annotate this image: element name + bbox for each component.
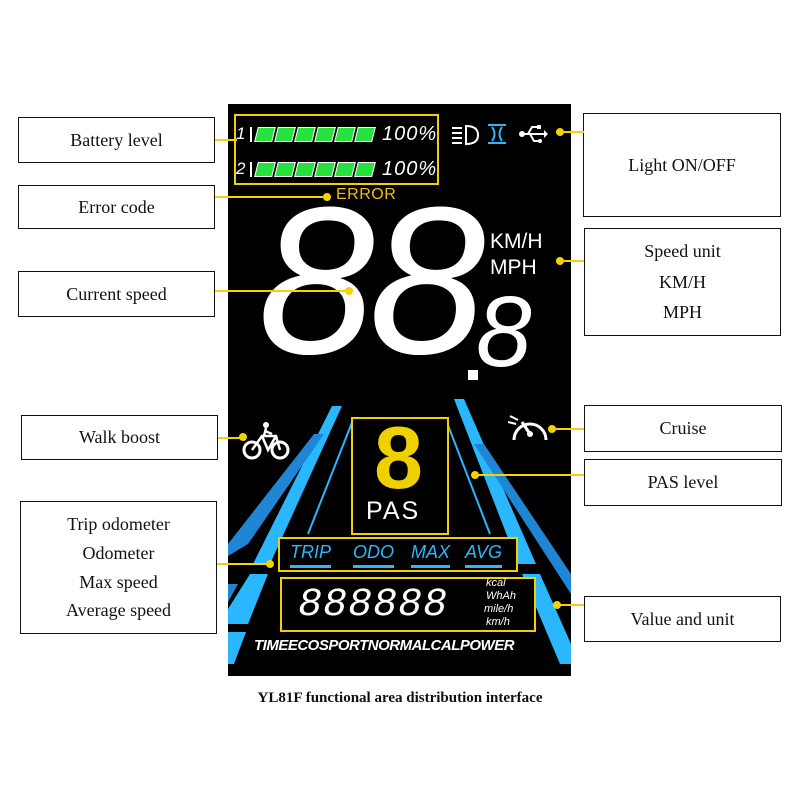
callout-battery-level: Battery level	[18, 117, 215, 163]
connector-dot	[471, 471, 479, 479]
callout-walk-boost: Walk boost	[21, 415, 218, 460]
callout-light: Light ON/OFF	[583, 113, 781, 217]
connector-dot	[556, 128, 564, 136]
headlight-icon	[452, 124, 480, 146]
value-area	[280, 577, 536, 632]
speed-main-digits: 88	[258, 163, 486, 398]
mode-avg: AVG	[465, 542, 503, 568]
caption: YL81F functional area distribution inter…	[257, 690, 543, 706]
callout-label: Walk boost	[78, 427, 161, 448]
pas-label: PAS	[366, 497, 421, 525]
battery-index: 1	[236, 124, 246, 143]
battery-bar	[250, 161, 376, 177]
callout-label: Average speed	[65, 600, 172, 621]
callout-trip-group: Trip odometer Odometer Max speed Average…	[20, 501, 217, 634]
speed-decimal-dot	[468, 370, 478, 380]
callout-value-unit: Value and unit	[584, 596, 781, 642]
connector-dot	[556, 257, 564, 265]
connector-trip	[217, 563, 271, 565]
value-unit-kmh: km/h	[486, 616, 510, 628]
connector-value	[556, 604, 584, 606]
connector-battery	[215, 139, 237, 141]
connector-dot	[239, 433, 247, 441]
callout-label: KM/H	[658, 271, 706, 292]
lcd-display: 1 100% 2 100% ERROR 88 8 KM/H	[228, 104, 571, 676]
battery-index: 2	[236, 159, 246, 178]
road-stripes-graphic	[228, 399, 571, 664]
connector-light	[556, 131, 584, 133]
cruise-gauge-icon	[508, 415, 548, 441]
pas-level-digit: 8	[374, 408, 423, 507]
callout-label: Speed unit	[644, 241, 721, 262]
callout-label: Trip odometer	[67, 513, 170, 534]
mode-odo: ODO	[353, 542, 395, 568]
error-label: ERROR	[336, 186, 397, 203]
callout-label: Max speed	[79, 571, 158, 592]
callout-label: Error code	[78, 196, 155, 217]
battery-percent: 100%	[382, 157, 438, 180]
connector-walk	[218, 437, 244, 439]
callout-current-speed: Current speed	[18, 271, 215, 317]
connector-dot	[345, 287, 353, 295]
mode-trip: TRIP	[290, 542, 332, 568]
callout-label: Odometer	[82, 542, 155, 563]
walk-bike-icon	[242, 422, 290, 460]
connector-dot	[548, 425, 556, 433]
connector-pas	[474, 474, 584, 476]
value-unit-whah: WhAh	[486, 590, 516, 602]
callout-pas-level: PAS level	[584, 459, 782, 506]
connector-error	[215, 196, 327, 198]
riding-mode-labels: TIMEECOSPORTNORMALCALPOWER	[254, 637, 515, 654]
speed-unit-kmh: KM/H	[490, 230, 543, 253]
connector-dot	[553, 601, 561, 609]
pas-area	[351, 417, 449, 535]
connector-dot	[266, 560, 274, 568]
callout-error-code: Error code	[18, 185, 215, 229]
connector-cruise	[550, 428, 584, 430]
value-digits: 888888	[298, 583, 449, 628]
usb-icon	[519, 125, 548, 143]
connector-speed	[215, 290, 350, 292]
battery-bar	[250, 126, 376, 142]
callout-label: Cruise	[659, 418, 707, 439]
value-unit-kcal: kcal	[486, 577, 506, 589]
callout-speed-unit: Speed unit KM/H MPH	[584, 228, 781, 336]
speed-decimal-digit: 8	[476, 276, 532, 388]
callout-label: PAS level	[647, 472, 719, 493]
callout-label: Battery level	[70, 129, 163, 150]
callout-label: MPH	[662, 302, 702, 323]
callout-label: Light ON/OFF	[628, 154, 736, 175]
battery-percent: 100%	[382, 122, 438, 145]
battery-row-2: 2 100%	[236, 157, 437, 181]
mode-max: MAX	[411, 542, 451, 568]
connector-dot	[323, 193, 331, 201]
high-beam-icon	[488, 124, 506, 144]
battery-area	[234, 114, 439, 185]
connector-speed-unit	[558, 260, 584, 262]
battery-row-1: 1 100%	[236, 122, 437, 146]
callout-cruise: Cruise	[584, 405, 782, 452]
callout-label: Value and unit	[630, 608, 735, 629]
speed-unit-mph: MPH	[490, 256, 537, 279]
callout-label: Current speed	[66, 283, 167, 304]
value-unit-mileh: mile/h	[484, 603, 514, 615]
